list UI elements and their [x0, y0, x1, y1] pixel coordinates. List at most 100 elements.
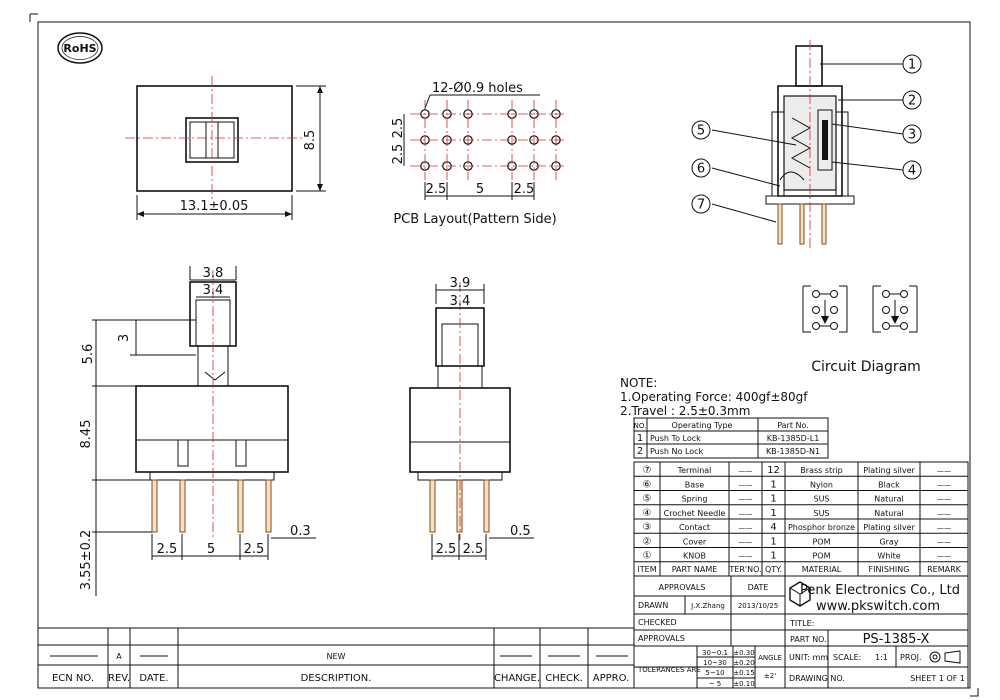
rev-h-date: DATE.: [139, 673, 168, 684]
tb-checked: CHECKED: [638, 618, 677, 627]
parts-cell: Plating silver: [863, 466, 915, 475]
parts-cell: ①: [643, 551, 652, 562]
tb-angle-val: ±2': [764, 672, 776, 680]
dim-width: 13.1±0.05: [180, 199, 249, 214]
parts-cell: ⑦: [643, 465, 652, 476]
parts-cell: Phosphor bronze: [788, 523, 855, 532]
parts-cell: ——: [739, 510, 753, 518]
sheet-border: [37, 21, 971, 689]
tb-drawn-date: 2013/10/25: [738, 602, 778, 610]
parts-cell: Cover: [683, 537, 707, 546]
parts-cell: ④: [643, 508, 652, 519]
parts-cell: POM: [812, 552, 830, 561]
types-r1-part: KB-1385D-L1: [767, 434, 820, 443]
balloon-label: 5: [697, 124, 705, 139]
types-r2-type: Push No Lock: [650, 447, 704, 456]
tb-tol-r3b: ±0.15: [733, 669, 754, 677]
tb-scale: SCALE:: [833, 653, 861, 662]
pcb-dim-v1: 2.5: [391, 118, 406, 139]
parts-cell: Brass strip: [800, 466, 842, 475]
parts-cell: 12: [767, 465, 780, 476]
parts-cell: White: [877, 552, 900, 561]
front-dim-p3: 2.5: [244, 542, 265, 557]
parts-cell: Contact: [679, 523, 710, 532]
balloon-4: 4: [902, 160, 922, 180]
parts-cell: ——: [937, 524, 951, 532]
tb-tol-r2b: ±0.20: [733, 659, 754, 667]
front-dim-p1: 2.5: [157, 542, 178, 557]
balloon-6: 6: [691, 158, 711, 178]
dim-height: 8.5: [303, 130, 318, 151]
circuit-switch-1: [802, 285, 848, 333]
tb-tol-r4a: ~ 5: [709, 680, 722, 688]
parts-header: QTY.: [765, 565, 782, 574]
tb-tol-r1b: ±0.30: [733, 649, 754, 657]
front-dim-p2: 5: [207, 542, 215, 557]
parts-cell: ——: [937, 553, 951, 561]
front-dim-h3: 3.55±0.2: [79, 530, 94, 591]
tb-tol-r1a: 30~0.1: [702, 649, 728, 657]
tb-tol-r3a: 5~10: [705, 669, 724, 677]
balloon-label: 3: [908, 128, 916, 143]
parts-cell: ③: [643, 522, 652, 533]
rev-h-ecn: ECN NO.: [52, 673, 94, 684]
balloon-label: 7: [697, 198, 705, 213]
types-r2-no: 2: [637, 446, 643, 457]
parts-cell: ——: [739, 481, 753, 489]
parts-cell: ——: [937, 481, 951, 489]
balloon-2: 2: [902, 90, 922, 110]
balloon-3: 3: [902, 124, 922, 144]
parts-header: REMARK: [927, 565, 962, 574]
parts-cell: ——: [739, 467, 753, 475]
side-dim-pin: 0.5: [510, 524, 531, 539]
tb-unit: UNIT: mm: [789, 653, 828, 662]
tb-part-no-label: PART NO.: [790, 635, 827, 644]
parts-cell: KNOB: [683, 552, 706, 561]
tb-angle: ANGLE: [758, 654, 782, 662]
parts-cell: ⑤: [643, 494, 652, 505]
circuit-caption: Circuit Diagram: [811, 359, 921, 375]
parts-cell: Crochet Needle: [664, 509, 726, 518]
parts-cell: Spring: [682, 495, 708, 504]
balloon-label: 1: [908, 58, 916, 73]
front-dim-h1: 5.6: [81, 344, 96, 365]
pcb-layout: 12-Ø0.9 holes 2.5 2.5 2.5 5 2.5 PCB Layo…: [391, 81, 565, 227]
side-view: 3.9 3.4 2.5 2.5 0.5: [409, 276, 534, 560]
pcb-dim-v2: 2.5: [391, 144, 406, 165]
types-h-type: Operating Type: [672, 421, 733, 430]
rev-h-appro: APPRO.: [593, 673, 630, 684]
rev-h-change: CHANGE.: [494, 673, 540, 684]
balloon-label: 6: [697, 162, 705, 177]
circuit-switch-2: [872, 285, 918, 333]
parts-cell: Plating silver: [863, 523, 915, 532]
balloon-5: 5: [691, 120, 711, 140]
top-view: 13.1±0.05 8.5: [125, 76, 326, 220]
circuit-diagram: Circuit Diagram: [802, 285, 921, 375]
parts-cell: 4: [770, 522, 776, 533]
pcb-caption: PCB Layout(Pattern Side): [393, 212, 556, 227]
pcb-holes-label: 12-Ø0.9 holes: [432, 81, 523, 96]
notes-block: NOTE: 1.Operating Force: 400gf±80gf 2.Tr…: [620, 376, 808, 418]
front-dim-top1: 3.8: [203, 266, 224, 281]
parts-cell: Natural: [874, 509, 904, 518]
parts-cell: 1: [770, 508, 776, 519]
rohs-logo: RoHS: [57, 32, 103, 64]
tb-part-no: PS-1385-X: [863, 632, 930, 647]
operating-type-table: NO. Operating Type Part No. 1 Push To Lo…: [633, 417, 829, 459]
rev-letter: A: [116, 652, 122, 661]
balloon-label: 4: [908, 164, 916, 179]
rev-h-rev: REV.: [108, 673, 130, 684]
tb-drawn: DRAWN: [638, 601, 668, 610]
parts-cell: ——: [937, 510, 951, 518]
company-logo-icon: [789, 581, 811, 607]
front-dim-top2: 3.4: [203, 283, 224, 298]
parts-cell: 1: [770, 551, 776, 562]
parts-cell: 1: [770, 494, 776, 505]
types-h-no: NO.: [634, 422, 647, 430]
parts-header: MATERIAL: [802, 565, 842, 574]
tb-title: TITLE:: [789, 619, 814, 628]
parts-header: FINISHING: [869, 565, 910, 574]
parts-cell: ——: [739, 524, 753, 532]
